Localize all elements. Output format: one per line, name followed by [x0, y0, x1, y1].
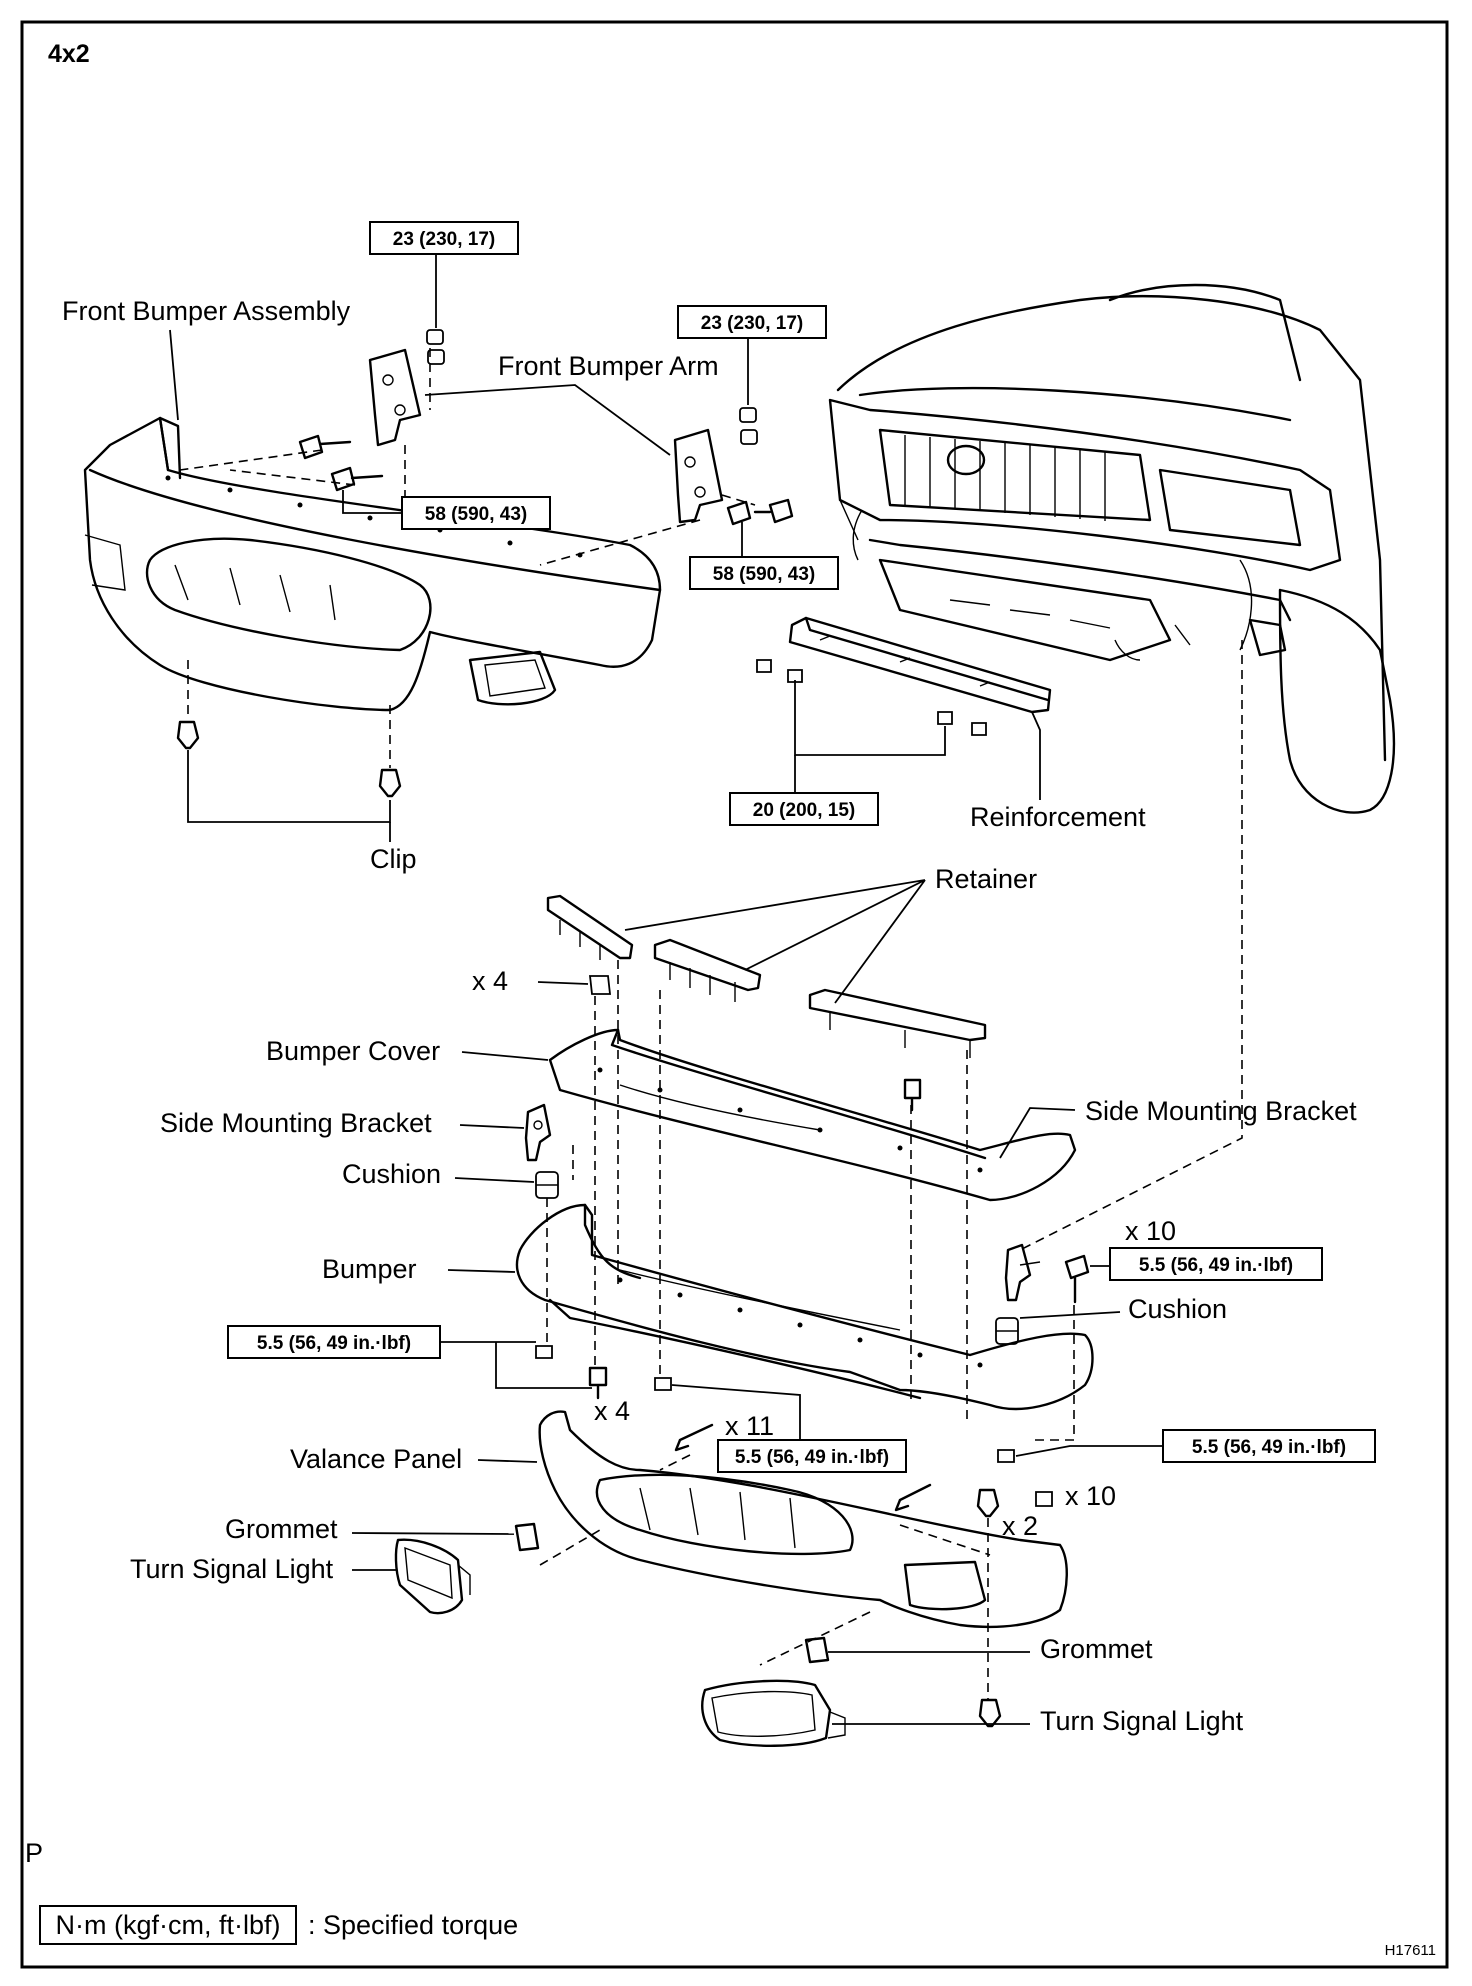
side-mounting-bracket-right-drawing	[1004, 1243, 1041, 1302]
legend-text: : Specified torque	[308, 1910, 518, 1940]
bumper-cover-drawing	[548, 1028, 1077, 1202]
figure-id: H17611	[1385, 1942, 1436, 1959]
label-clip: Clip	[370, 844, 417, 874]
torque-box-8	[717, 1439, 907, 1473]
label-turn-signal-light-left: Turn Signal Light	[130, 1554, 334, 1584]
legend-box-text: N·m (kgf·cm, ft·lbf)	[56, 1910, 281, 1940]
cushion-left-drawing	[535, 1171, 559, 1199]
torque-box-6	[1109, 1247, 1323, 1281]
variant-label: 4x2	[48, 40, 90, 68]
grommet-left-drawing	[514, 1522, 540, 1552]
front-bumper-arm-left-drawing	[298, 329, 445, 492]
torque-box-9	[1162, 1429, 1376, 1463]
svg-text:20 (200, 15): 20 (200, 15)	[753, 800, 855, 821]
retainer-right-drawing	[808, 988, 987, 1058]
label-grommet-left: Grommet	[225, 1514, 338, 1544]
side-mounting-bracket-left-drawing	[524, 1103, 552, 1162]
label-valance-panel: Valance Panel	[290, 1444, 462, 1474]
label-side-mounting-bracket-right: Side Mounting Bracket	[1085, 1096, 1357, 1126]
svg-text:58 (590, 43): 58 (590, 43)	[713, 564, 815, 585]
torque-box-2	[677, 305, 827, 339]
valance-panel-drawing	[538, 1410, 1068, 1629]
margin-mark: P	[25, 1838, 43, 1868]
label-x10-top: x 10	[1125, 1216, 1176, 1246]
label-x10-bottom: x 10	[1065, 1481, 1116, 1511]
retainer-center-drawing	[653, 938, 762, 1002]
svg-text:5.5 (56, 49 in.·lbf): 5.5 (56, 49 in.·lbf)	[1139, 1255, 1293, 1276]
bumper-drawing	[515, 1203, 1094, 1411]
svg-text:23 (230, 17): 23 (230, 17)	[393, 229, 495, 250]
torque-box-7	[227, 1325, 441, 1359]
torque-box-5	[729, 792, 879, 826]
turn-signal-light-left-drawing	[394, 1538, 471, 1615]
reinforcement-drawing	[756, 616, 1052, 736]
svg-text:23 (230, 17): 23 (230, 17)	[701, 313, 803, 334]
label-x11: x 11	[725, 1411, 774, 1441]
label-bumper-cover: Bumper Cover	[266, 1036, 440, 1066]
screw-right-bottom	[978, 1698, 1002, 1728]
label-front-bumper-arm: Front Bumper Arm	[498, 351, 719, 381]
label-cushion-left: Cushion	[342, 1159, 441, 1189]
clip-nut-top	[588, 975, 612, 995]
svg-text:5.5 (56, 49 in.·lbf): 5.5 (56, 49 in.·lbf)	[257, 1333, 411, 1354]
label-reinforcement: Reinforcement	[970, 802, 1146, 832]
label-x4-bottom: x 4	[594, 1396, 630, 1426]
svg-text:5.5 (56, 49 in.·lbf): 5.5 (56, 49 in.·lbf)	[735, 1447, 889, 1468]
clip-right-drawing	[378, 768, 402, 798]
svg-text:58 (590, 43): 58 (590, 43)	[425, 504, 527, 525]
torque-box-4	[689, 556, 839, 590]
svg-text:5.5 (56, 49 in.·lbf): 5.5 (56, 49 in.·lbf)	[1192, 1437, 1346, 1458]
grommet-right-drawing	[804, 1636, 830, 1664]
label-side-mounting-bracket-left: Side Mounting Bracket	[160, 1108, 432, 1138]
legend-box	[39, 1905, 297, 1945]
label-front-bumper-assembly: Front Bumper Assembly	[62, 296, 351, 326]
torque-box-3	[401, 496, 551, 530]
torque-box-1	[369, 221, 519, 255]
turn-signal-light-right-drawing	[701, 1679, 846, 1747]
label-x2: x 2	[1002, 1511, 1038, 1541]
label-turn-signal-light-right: Turn Signal Light	[1040, 1706, 1244, 1736]
cushion-right-drawing	[995, 1317, 1019, 1345]
label-cushion-right: Cushion	[1128, 1294, 1227, 1324]
label-retainer: Retainer	[935, 864, 1037, 894]
label-x4-top: x 4	[472, 966, 508, 996]
front-bumper-arm-right-drawing	[673, 407, 794, 526]
retainer-left-drawing	[546, 894, 634, 960]
clip-left-drawing	[176, 720, 200, 750]
front-bumper-assembly-drawing	[83, 416, 662, 712]
diagram-frame	[20, 20, 1449, 1969]
label-grommet-right: Grommet	[1040, 1634, 1153, 1664]
label-bumper: Bumper	[322, 1254, 417, 1284]
vehicle-front-drawing	[828, 283, 1396, 814]
